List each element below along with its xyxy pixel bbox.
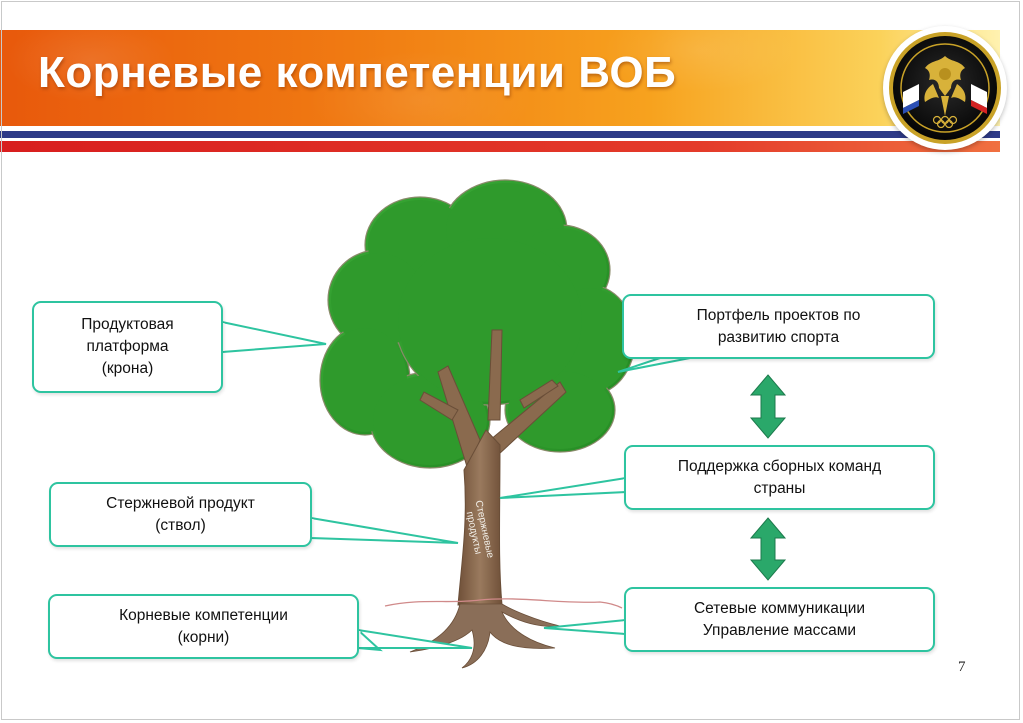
- roots-box-text: Корневые компетенции (корни): [119, 606, 288, 646]
- trunk-box-text: Стержневой продукт (ствол): [106, 494, 255, 534]
- callout-trunk: [310, 516, 459, 544]
- stripe-white: [0, 126, 1000, 131]
- crown-box-text: Продуктовая платформа (крона): [81, 316, 174, 377]
- stripe-blue: [0, 131, 1000, 138]
- title-banner: Корневые компетенции ВОБ: [0, 30, 1000, 126]
- network-box-text: Сетевые коммуникации Управление массами: [693, 599, 866, 639]
- double-arrow-icon: [749, 517, 787, 581]
- callout-network: [543, 618, 627, 636]
- trunk-box: Стержневой продукт (ствол): [49, 482, 312, 547]
- olympic-committee-emblem-icon: [883, 26, 1007, 150]
- double-arrow-icon: [749, 374, 787, 439]
- tree-roots: [409, 603, 561, 669]
- slide-title: Корневые компетенции ВОБ: [38, 48, 677, 97]
- teams-box: Поддержка сборных команд страны: [624, 445, 935, 510]
- emblem-graphic: [889, 32, 1001, 144]
- network-box: Сетевые коммуникации Управление массами: [624, 587, 935, 652]
- stripe-red: [0, 141, 1000, 152]
- callout-crown: [221, 320, 327, 354]
- crown-box: Продуктовая платформа (крона): [32, 301, 223, 393]
- banner-decoration: [0, 30, 1000, 126]
- portfolio-box-text: Портфель проектов по развитию спорта: [696, 306, 861, 346]
- stripe-white-thin: [0, 138, 1000, 141]
- teams-box-text: Поддержка сборных команд страны: [677, 457, 882, 497]
- roots-box: Корневые компетенции (корни): [48, 594, 359, 659]
- ground-line: [384, 598, 623, 609]
- page-number: 7: [958, 659, 966, 675]
- portfolio-box: Портфель проектов по развитию спорта: [622, 294, 935, 359]
- callout-teams: [499, 476, 627, 499]
- tree-crown-fill: [323, 183, 632, 465]
